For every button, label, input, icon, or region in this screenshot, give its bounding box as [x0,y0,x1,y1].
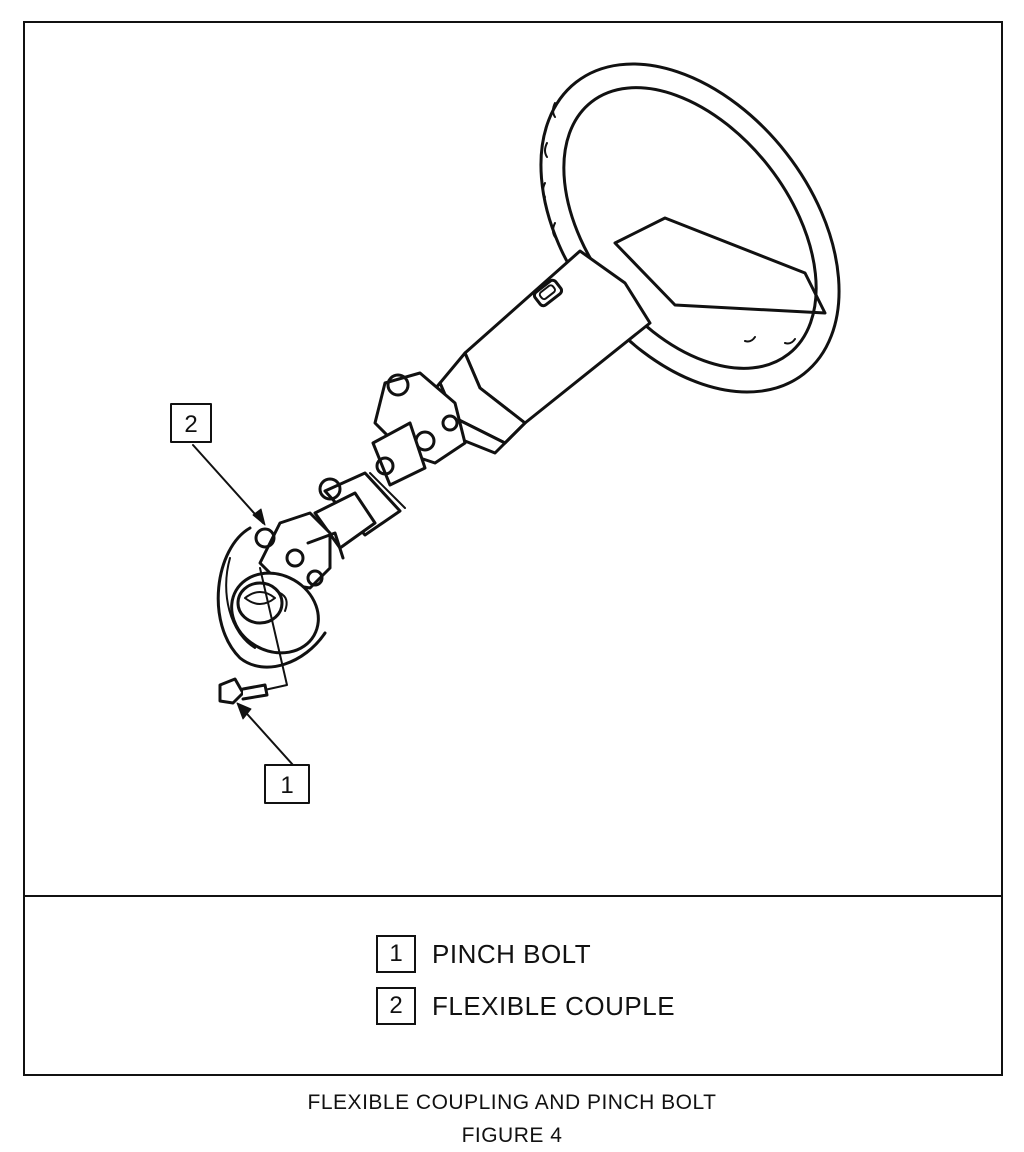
legend-item-flexible-couple: 2 FLEXIBLE COUPLE [376,986,675,1026]
figure-frame: 2 1 1 PINCH BOLT 2 FLEXIBLE COUPLE [23,21,1003,1076]
flexible-coupling [216,511,345,692]
legend-number: 1 [376,935,416,973]
steering-column-illustration: 2 1 [170,62,841,804]
intermediate-shaft [313,471,406,550]
callout-box-2: 2 [170,403,212,443]
upper-universal-joint [371,371,467,487]
legend-divider [25,895,1001,897]
callout-2-leader [192,444,266,526]
pinch-bolt [218,677,269,705]
figure-caption-number: FIGURE 4 [461,1124,563,1147]
legend: 1 PINCH BOLT 2 FLEXIBLE COUPLE [376,934,675,1038]
figure-caption-title: FLEXIBLE COUPLING AND PINCH BOLT [307,1091,717,1114]
legend-number: 2 [376,987,416,1025]
legend-label: PINCH BOLT [432,938,592,969]
callout-box-1: 1 [264,764,310,804]
legend-label: FLEXIBLE COUPLE [432,990,676,1021]
callout-1-label: 1 [280,772,293,799]
steering-column-housing [428,249,652,455]
callout-2-label: 2 [184,411,197,438]
callout-1-leader [236,702,294,766]
legend-item-pinch-bolt: 1 PINCH BOLT [376,934,675,974]
